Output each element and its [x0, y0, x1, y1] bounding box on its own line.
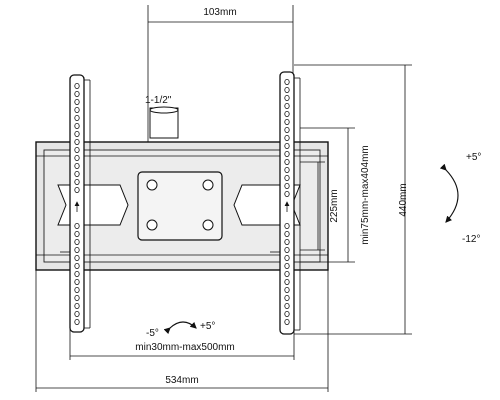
arm-hole — [284, 302, 290, 309]
arm-hole — [74, 302, 80, 309]
arm-hole — [74, 262, 80, 269]
arm-hole — [284, 79, 290, 86]
arm-hole — [284, 182, 290, 189]
right-arm-holes — [284, 79, 290, 325]
arm-hole — [74, 107, 80, 114]
arm-hole — [74, 91, 80, 98]
arm-hole — [284, 134, 290, 141]
arm-hole — [284, 166, 290, 173]
swivel-indicator — [163, 321, 197, 335]
arm-hole — [74, 138, 80, 145]
dimension-vertical-range — [300, 127, 355, 263]
left-arm-holes — [74, 83, 80, 325]
arm-hole — [74, 310, 80, 317]
label-swivel-right: +5° — [200, 321, 215, 332]
arm-hole — [74, 162, 80, 169]
arm-up-arrows — [74, 201, 290, 212]
arm-hole — [284, 190, 290, 197]
dimension-overall-width — [35, 270, 329, 392]
arm-hole — [74, 99, 80, 106]
arm-hole — [284, 95, 290, 102]
label-overall-height: 440mm — [398, 183, 409, 216]
arm-hole — [74, 115, 80, 122]
arm-hole — [284, 87, 290, 94]
arm-hole — [284, 158, 290, 165]
arm-hole — [74, 154, 80, 161]
arm-hole — [74, 130, 80, 137]
arm-hole — [284, 294, 290, 301]
pipe — [149, 106, 179, 139]
arm-hole — [284, 142, 290, 149]
arm-hole — [284, 286, 290, 293]
arm-hole — [74, 246, 80, 253]
arm-hole — [284, 230, 290, 237]
label-pipe-size: 1-1/2" — [145, 95, 172, 106]
arm-hole — [74, 318, 80, 325]
arm-hole — [284, 270, 290, 277]
dimension-top-width — [147, 5, 294, 165]
arm-hole — [74, 170, 80, 177]
arm-hole — [284, 111, 290, 118]
arm-hole — [284, 310, 290, 317]
arm-hole — [74, 123, 80, 130]
dimension-horizontal-range — [69, 295, 295, 360]
label-vertical-range: min75mm-max404mm — [360, 145, 371, 244]
label-tilt-up: +5° — [466, 152, 481, 163]
center-plate — [137, 171, 223, 241]
label-overall-width: 534mm — [165, 375, 198, 386]
arm-hole — [74, 278, 80, 285]
arm-hole — [74, 222, 80, 229]
arm-hole — [74, 230, 80, 237]
label-horizontal-range: min30mm-max500mm — [135, 342, 234, 353]
arm-hole — [74, 186, 80, 193]
arm-hole — [284, 119, 290, 126]
arm-hole — [284, 174, 290, 181]
arm-hole — [284, 262, 290, 269]
label-top-width: 103mm — [203, 7, 236, 18]
label-tilt-down: -12° — [462, 234, 480, 245]
arm-hole — [74, 178, 80, 185]
arm-hole — [284, 238, 290, 245]
label-vesa-height: 225mm — [329, 189, 340, 222]
arm-hole — [74, 270, 80, 277]
dimension-vesa-height — [300, 161, 325, 251]
arm-hole — [284, 222, 290, 229]
arm-hole — [74, 254, 80, 261]
arm-hole — [284, 103, 290, 110]
arm-hole — [74, 238, 80, 245]
arm-hole — [284, 150, 290, 157]
arm-hole — [284, 318, 290, 325]
arm-hole — [284, 278, 290, 285]
arm-hole — [284, 246, 290, 253]
arm-hole — [74, 294, 80, 301]
label-swivel-left: -5° — [146, 328, 159, 339]
dimension-overall-height — [294, 64, 412, 335]
arm-hole — [284, 127, 290, 134]
arm-hole — [74, 146, 80, 153]
arm-hole — [74, 286, 80, 293]
arm-hole — [74, 83, 80, 90]
arm-hole — [284, 254, 290, 261]
tilt-indicator — [439, 163, 459, 223]
